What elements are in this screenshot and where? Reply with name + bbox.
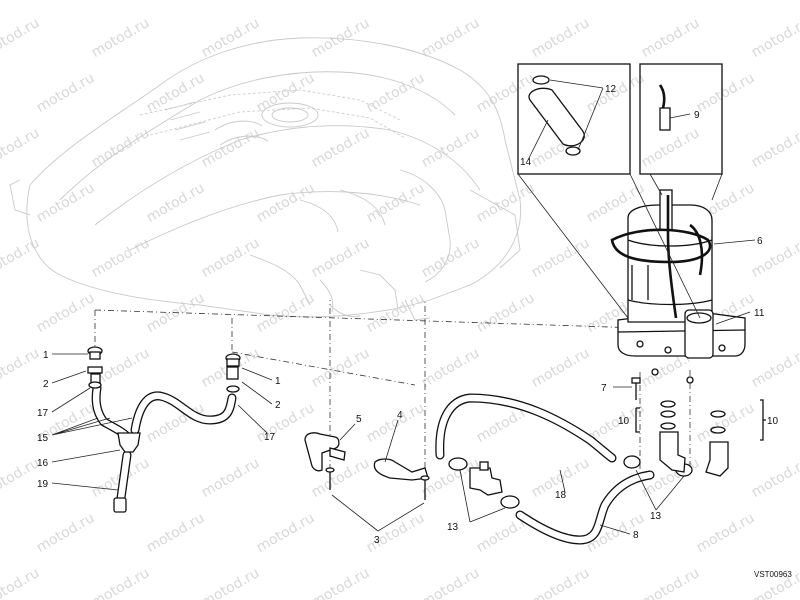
- callout-2a: 2: [43, 379, 49, 390]
- watermark-text: motod.ru: [89, 125, 153, 171]
- fuel-hoses-8-18: [435, 393, 693, 545]
- watermark-text: motod.ru: [529, 565, 593, 600]
- watermark-text: motod.ru: [749, 345, 800, 391]
- watermark-text: motod.ru: [34, 510, 98, 556]
- watermark-text: motod.ru: [34, 290, 98, 336]
- callout-1b: 1: [275, 376, 281, 387]
- callout-14: 14: [520, 157, 532, 168]
- watermark-text: motod.ru: [364, 510, 428, 556]
- sender-detail-box: [639, 63, 723, 201]
- watermark-text: motod.ru: [199, 455, 263, 501]
- callout-12: 12: [605, 84, 617, 95]
- watermark-text: motod.ru: [309, 565, 373, 600]
- watermark-text: motod.ru: [639, 125, 703, 171]
- watermark-text: motod.ru: [529, 15, 593, 61]
- watermark-text: motod.ru: [364, 290, 428, 336]
- callout-10b: 10: [767, 416, 779, 427]
- watermark-text: motod.ru: [364, 400, 428, 446]
- watermark-text: motod.ru: [144, 70, 208, 116]
- watermark-text: motod.ru: [0, 125, 42, 171]
- callout-4: 4: [397, 410, 403, 421]
- callout-7: 7: [601, 383, 607, 394]
- callout-18: 18: [555, 490, 567, 501]
- callout-1a: 1: [43, 350, 49, 361]
- pump-fittings: [631, 377, 766, 477]
- callout-15: 15: [37, 433, 49, 444]
- callout-5: 5: [356, 414, 362, 425]
- watermark-text: motod.ru: [199, 125, 263, 171]
- watermark-text: motod.ru: [364, 180, 428, 226]
- callout-3: 3: [374, 535, 380, 546]
- watermark-text: motod.ru: [34, 70, 98, 116]
- watermark-text: motod.ru: [89, 15, 153, 61]
- watermark-text: motod.ru: [474, 70, 538, 116]
- watermark-text: motod.ru: [529, 235, 593, 281]
- callout-17b: 17: [264, 432, 276, 443]
- watermark-text: motod.ru: [309, 125, 373, 171]
- callout-8: 8: [633, 530, 639, 541]
- callout-13a: 13: [447, 522, 459, 533]
- watermark-text: motod.ru: [639, 565, 703, 600]
- watermark-text: motod.ru: [749, 125, 800, 171]
- callout-2b: 2: [275, 400, 281, 411]
- watermark-text: motod.ru: [694, 400, 758, 446]
- watermark-text: motod.ru: [144, 180, 208, 226]
- left-hose-assembly: [87, 346, 241, 513]
- callout-19: 19: [37, 479, 49, 490]
- watermark-text: motod.ru: [419, 15, 483, 61]
- watermark-text: motod.ru: [419, 565, 483, 600]
- watermark-text: motod.ru: [199, 235, 263, 281]
- watermark-text: motod.ru: [0, 345, 42, 391]
- watermark-text: motod.ru: [749, 15, 800, 61]
- watermark-text: motod.ru: [529, 345, 593, 391]
- callout-13b: 13: [650, 511, 662, 522]
- leader-lines: [51, 79, 756, 535]
- callout-6: 6: [757, 236, 763, 247]
- drawing-code: VST00963: [754, 570, 792, 579]
- watermark-text: motod.ru: [89, 235, 153, 281]
- watermark-text: motod.ru: [419, 345, 483, 391]
- watermark-text: motod.ru: [254, 180, 318, 226]
- bracket-parts: [304, 432, 430, 500]
- watermark-text: motod.ru: [309, 235, 373, 281]
- watermark-text: motod.ru: [364, 70, 428, 116]
- callout-17a: 17: [37, 408, 49, 419]
- watermark-text: motod.ru: [89, 565, 153, 600]
- callout-16: 16: [37, 458, 49, 469]
- watermark-text: motod.ru: [749, 455, 800, 501]
- watermark-text: motod.ru: [474, 290, 538, 336]
- filter-detail-box: [517, 63, 701, 319]
- callout-11: 11: [754, 308, 765, 319]
- callout-labels: 1 1 2 2 3 4 5 6 7 8 9 10 10 11 12 13 13 …: [37, 84, 792, 579]
- callout-9: 9: [694, 110, 700, 121]
- watermark-text: motod.ru: [0, 235, 42, 281]
- watermark-text: motod.ru: [0, 565, 42, 600]
- watermark-text: motod.ru: [0, 15, 42, 61]
- watermark-text: motod.ru: [254, 290, 318, 336]
- watermark-text: motod.ru: [34, 180, 98, 226]
- watermark-text: motod.ru: [694, 70, 758, 116]
- watermark-text: motod.ru: [144, 510, 208, 556]
- callout-10a: 10: [618, 416, 630, 427]
- watermark-text: motod.ru: [694, 510, 758, 556]
- watermark-text: motod.ru: [639, 15, 703, 61]
- fuel-tank-outline: [9, 37, 522, 321]
- watermark-text: motod.ru: [419, 125, 483, 171]
- watermark-text: motod.ru: [0, 455, 42, 501]
- watermark-text: motod.ru: [309, 345, 373, 391]
- watermark-text: motod.ru: [199, 15, 263, 61]
- watermark-text: motod.ru: [254, 510, 318, 556]
- watermark-text: motod.ru: [199, 565, 263, 600]
- fuel-pump-assembly: [610, 189, 746, 384]
